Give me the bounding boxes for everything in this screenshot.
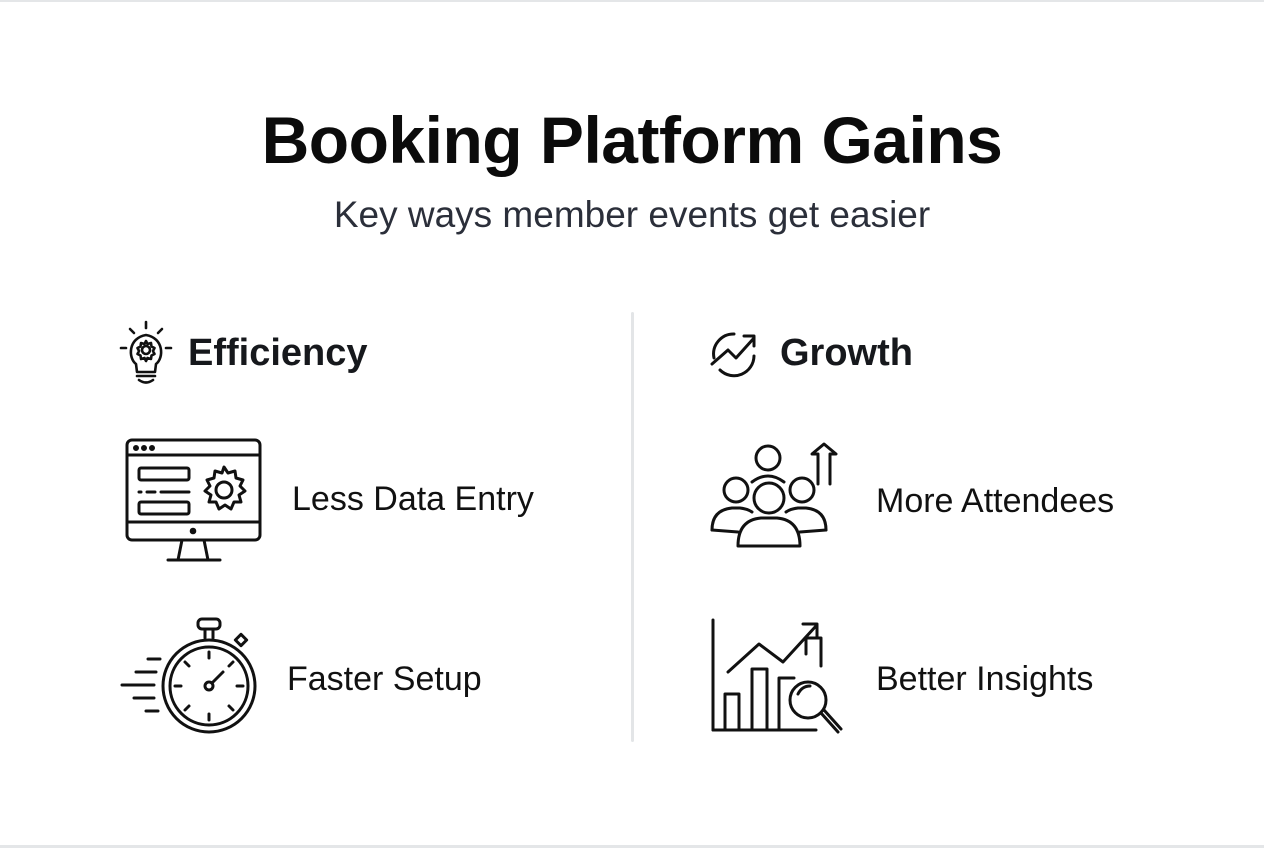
stopwatch-speed-icon xyxy=(116,614,257,744)
item-label: Faster Setup xyxy=(287,659,482,698)
page-title: Booking Platform Gains xyxy=(261,103,1003,177)
item-label: More Attendees xyxy=(876,481,1115,520)
monitor-settings-icon xyxy=(122,434,262,564)
chart-magnifier-icon xyxy=(706,614,846,744)
item-better-insights: Better Insights xyxy=(706,614,1093,744)
growth-heading-label: Growth xyxy=(780,331,913,374)
growth-heading: Growth xyxy=(704,318,913,388)
efficiency-heading-label: Efficiency xyxy=(188,331,368,374)
page-subtitle: Key ways member events get easier xyxy=(333,194,931,235)
item-more-attendees: More Attendees xyxy=(706,436,1114,566)
column-divider xyxy=(631,312,634,742)
item-label: Less Data Entry xyxy=(292,479,534,518)
people-up-arrow-icon xyxy=(706,436,846,566)
item-less-data-entry: Less Data Entry xyxy=(122,434,534,564)
growth-arrow-icon xyxy=(704,318,768,388)
item-label: Better Insights xyxy=(876,659,1094,698)
lightbulb-gear-icon xyxy=(112,318,176,388)
efficiency-heading: Efficiency xyxy=(112,318,368,388)
item-faster-setup: Faster Setup xyxy=(116,614,482,744)
